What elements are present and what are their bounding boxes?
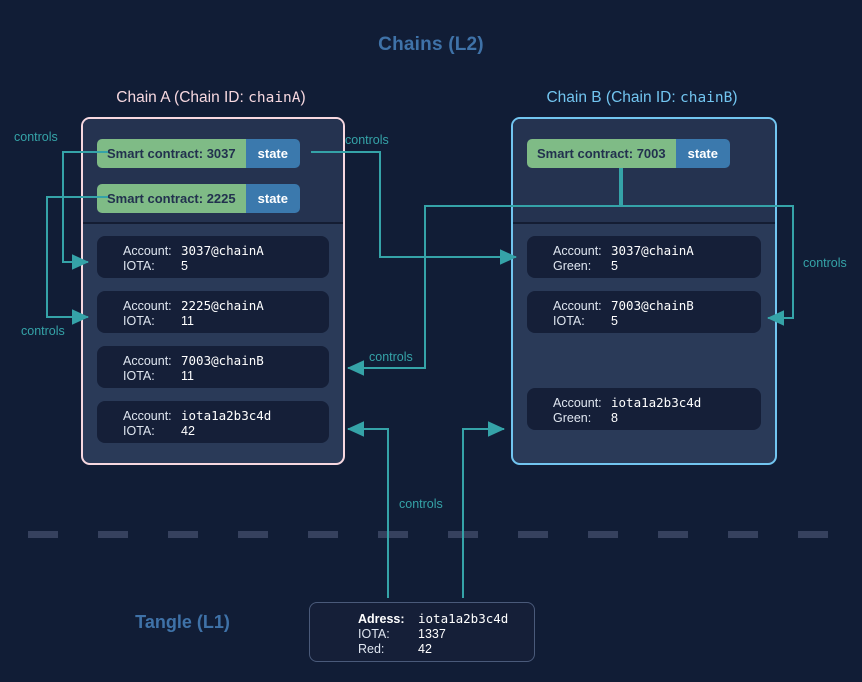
chain-a-account-3037: Account: 3037@chainA IOTA: 5 [97,236,329,278]
account-value: 2225@chainA [181,298,264,313]
chain-b-account-7003: Account: 7003@chainB IOTA: 5 [527,291,761,333]
chain-b-accounts-section: Account: 3037@chainA Green: 5 Account: 7003… [513,224,775,430]
chain-b-title-suffix: ) [732,89,738,106]
balance-key: IOTA: [123,369,155,383]
balance-value: 5 [181,259,188,273]
controls-label-chain-a-top: controls [14,130,58,144]
account-key: Account: [553,244,602,258]
account-value: iota1a2b3c4d [181,408,272,423]
account-name-row: Account: 3037@chainA [553,243,761,259]
account-name-row: Account: iota1a2b3c4d [553,395,761,411]
controls-label-chain-a-bottom: controls [21,324,65,338]
balance-key: IOTA: [123,424,155,438]
chain-a-id: chainA [248,90,301,106]
account-key: Account: [553,396,602,410]
balance-key: Green: [553,259,592,273]
balance-key: IOTA: [553,314,585,328]
chain-b-panel: Smart contract: 7003 state Account: 3037@… [511,117,777,465]
balance-value: 11 [181,369,194,383]
account-key: Account: [123,354,172,368]
balance-value: 42 [181,424,195,438]
chain-a-panel: Smart contract: 3037 state Smart contrac… [81,117,345,465]
account-balance-row: IOTA: 5 [123,259,329,274]
balance-key: IOTA: [123,259,155,273]
controls-label-right: controls [803,256,847,270]
balance-key: Green: [553,411,592,425]
smart-contract-7003[interactable]: Smart contract: 7003 state [527,139,730,168]
account-value: iota1a2b3c4d [611,395,702,410]
wire-tangle-to-chainb-iota [462,421,505,598]
account-value: 3037@chainA [611,243,694,258]
chain-b-id: chainB [679,90,733,106]
smart-contract-2225[interactable]: Smart contract: 2225 state [97,184,300,213]
wire-tangle-to-chaina-iota [347,421,389,598]
tangle-title: Tangle (L1) [135,612,230,632]
account-name-row: Account: 2225@chainA [123,298,329,314]
smart-contract-3037-label: Smart contract: 3037 [97,139,246,168]
chain-b-account-iota: Account: iota1a2b3c4d Green: 8 [527,388,761,430]
chain-a-title: Chain A (Chain ID: chainA) [81,89,341,107]
chain-b-title-prefix: Chain B (Chain ID: [546,89,680,106]
page-title: Chains (L2) [378,34,484,55]
controls-label-middle-bottom: controls [369,350,413,364]
tangle-red-key: Red: [358,642,385,656]
tangle-address-key: Adress: [358,612,405,626]
tangle-address-box: Adress: iota1a2b3c4d IOTA: 1337 Red: 42 [309,602,535,662]
smart-contract-7003-label: Smart contract: 7003 [527,139,676,168]
smart-contract-2225-label: Smart contract: 2225 [97,184,246,213]
chain-b-contracts-section: Smart contract: 7003 state [513,119,775,224]
chain-a-account-7003: Account: 7003@chainB IOTA: 11 [97,346,329,388]
account-key: Account: [123,409,172,423]
tangle-address-row: Adress: iota1a2b3c4d [358,611,534,627]
chain-a-contracts-section: Smart contract: 3037 state Smart contrac… [83,119,343,224]
account-name-row: Account: iota1a2b3c4d [123,408,329,424]
account-balance-row: IOTA: 42 [123,424,329,439]
account-balance-row: Green: 8 [553,411,761,426]
chain-a-accounts-section: Account: 3037@chainA IOTA: 5 Account: 2225@… [83,224,343,443]
smart-contract-3037-state[interactable]: state [245,139,300,168]
balance-value: 5 [611,314,618,328]
chain-a-account-2225: Account: 2225@chainA IOTA: 11 [97,291,329,333]
tangle-address-value: iota1a2b3c4d [418,611,509,626]
smart-contract-3037[interactable]: Smart contract: 3037 state [97,139,300,168]
account-balance-row: Green: 5 [553,259,761,274]
controls-label-bottom: controls [399,497,443,511]
tangle-iota-row: IOTA: 1337 [358,627,534,642]
smart-contract-2225-state[interactable]: state [245,184,300,213]
chain-b-account-3037: Account: 3037@chainA Green: 5 [527,236,761,278]
tangle-iota-value: 1337 [418,627,446,641]
balance-key: IOTA: [123,314,155,328]
account-value: 3037@chainA [181,243,264,258]
account-name-row: Account: 3037@chainA [123,243,329,259]
chain-a-title-suffix: ) [300,89,306,106]
account-balance-row: IOTA: 11 [123,369,329,384]
account-balance-row: IOTA: 5 [553,314,761,329]
account-value: 7003@chainB [611,298,694,313]
account-name-row: Account: 7003@chainB [553,298,761,314]
chain-b-title: Chain B (Chain ID: chainB) [511,89,773,107]
balance-value: 5 [611,259,618,273]
balance-value: 11 [181,314,194,328]
layer-separator-dashed-line [28,531,834,538]
account-key: Account: [123,299,172,313]
tangle-iota-key: IOTA: [358,627,390,641]
balance-value: 8 [611,411,618,425]
chain-a-account-iota: Account: iota1a2b3c4d IOTA: 42 [97,401,329,443]
controls-label-middle-top: controls [345,133,389,147]
account-name-row: Account: 7003@chainB [123,353,329,369]
smart-contract-7003-state[interactable]: state [675,139,730,168]
account-key: Account: [553,299,602,313]
tangle-red-row: Red: 42 [358,642,534,657]
account-value: 7003@chainB [181,353,264,368]
account-key: Account: [123,244,172,258]
tangle-red-value: 42 [418,642,432,656]
account-balance-row: IOTA: 11 [123,314,329,329]
chain-a-title-prefix: Chain A (Chain ID: [116,89,249,106]
